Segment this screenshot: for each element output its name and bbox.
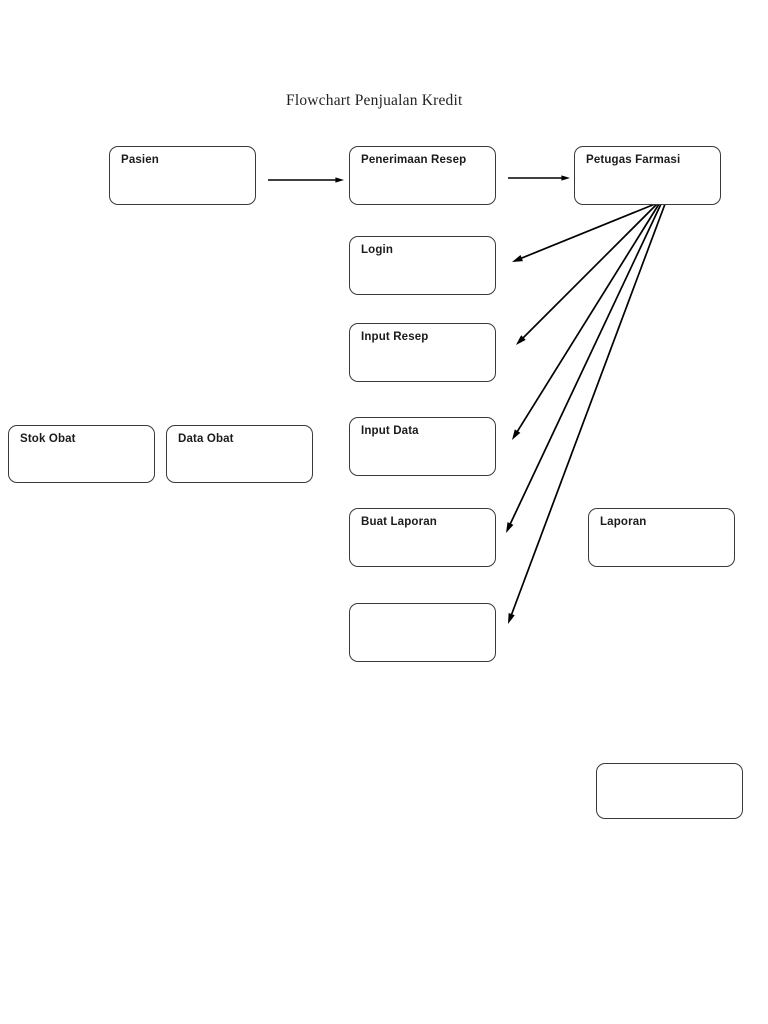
node-unlabeled-middle[interactable] bbox=[349, 603, 496, 662]
node-label-input-data: Input Data bbox=[361, 425, 419, 437]
node-label-petugas-farmasi: Petugas Farmasi bbox=[586, 154, 681, 166]
arrowhead-pasien-to-penerimaan-resep bbox=[335, 177, 344, 183]
node-buat-laporan[interactable]: Buat Laporan bbox=[349, 508, 496, 567]
node-label-buat-laporan: Buat Laporan bbox=[361, 516, 437, 528]
connector-penerimaan-resep-to-petugas bbox=[508, 175, 570, 181]
node-data-obat[interactable]: Data Obat bbox=[166, 425, 313, 483]
connector-petugas-to-input-data bbox=[512, 203, 660, 440]
connector-line-petugas-to-input-resep bbox=[521, 203, 658, 340]
arrowhead-petugas-to-input-resep bbox=[516, 335, 526, 345]
node-label-data-obat: Data Obat bbox=[178, 433, 234, 445]
node-input-data[interactable]: Input Data bbox=[349, 417, 496, 476]
node-label-pasien: Pasien bbox=[121, 154, 159, 166]
node-label-laporan: Laporan bbox=[600, 516, 647, 528]
connector-petugas-to-login bbox=[512, 203, 656, 262]
connector-line-petugas-to-login bbox=[519, 203, 656, 260]
page-title: Flowchart Penjualan Kredit bbox=[286, 92, 463, 109]
node-pasien[interactable]: Pasien bbox=[109, 146, 256, 205]
node-label-login: Login bbox=[361, 244, 394, 256]
node-petugas-farmasi[interactable]: Petugas Farmasi bbox=[574, 146, 721, 205]
arrowhead-petugas-to-buat-laporan bbox=[506, 522, 514, 533]
node-stok-obat[interactable]: Stok Obat bbox=[8, 425, 155, 483]
node-label-stok-obat: Stok Obat bbox=[20, 433, 76, 445]
node-login[interactable]: Login bbox=[349, 236, 496, 295]
connector-line-petugas-to-input-data bbox=[515, 203, 660, 433]
arrowhead-penerimaan-resep-to-petugas bbox=[561, 175, 570, 181]
node-label-input-resep: Input Resep bbox=[361, 331, 429, 343]
node-input-resep[interactable]: Input Resep bbox=[349, 323, 496, 382]
arrowhead-petugas-to-login bbox=[512, 255, 523, 262]
connector-petugas-to-buat-laporan bbox=[506, 203, 662, 533]
arrowhead-petugas-to-input-data bbox=[512, 429, 521, 440]
connector-petugas-to-input-resep bbox=[516, 203, 658, 345]
node-laporan[interactable]: Laporan bbox=[588, 508, 735, 567]
node-penerimaan-resep[interactable]: Penerimaan Resep bbox=[349, 146, 496, 205]
connector-pasien-to-penerimaan-resep bbox=[268, 177, 344, 183]
arrowhead-petugas-to-unlabeled-middle bbox=[508, 613, 515, 624]
node-label-penerimaan-resep: Penerimaan Resep bbox=[361, 154, 467, 166]
connector-line-petugas-to-buat-laporan bbox=[508, 203, 662, 526]
node-unlabeled-bottom[interactable] bbox=[596, 763, 743, 819]
